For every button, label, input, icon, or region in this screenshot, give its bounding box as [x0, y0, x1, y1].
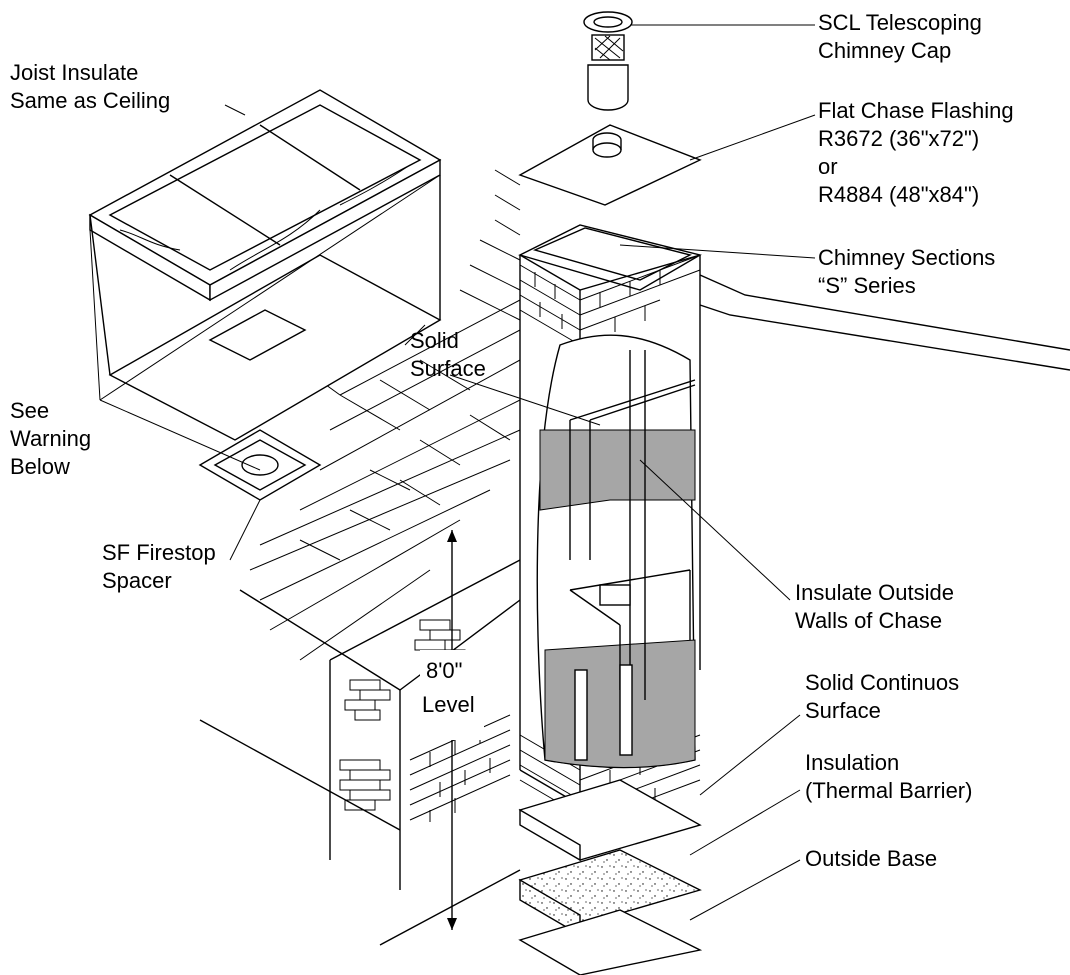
- svg-text:Insulate Outside: Insulate Outside: [795, 580, 954, 605]
- svg-text:Outside Base: Outside Base: [805, 846, 937, 871]
- svg-text:Solid: Solid: [410, 328, 459, 353]
- svg-text:“S” Series: “S” Series: [818, 273, 916, 298]
- svg-text:8'0": 8'0": [426, 658, 462, 683]
- label-see-warning: See Warning Below: [10, 398, 91, 479]
- svg-text:Joist Insulate: Joist Insulate: [10, 60, 138, 85]
- label-insulation: Insulation (Thermal Barrier): [805, 750, 972, 803]
- svg-text:R4884 (48"x84"): R4884 (48"x84"): [818, 182, 979, 207]
- svg-text:Same as Ceiling: Same as Ceiling: [10, 88, 170, 113]
- svg-text:SF Firestop: SF Firestop: [102, 540, 216, 565]
- svg-text:Below: Below: [10, 454, 70, 479]
- chimney-cap: [583, 11, 633, 111]
- svg-text:or: or: [818, 154, 838, 179]
- chase-cutaway: [536, 334, 696, 769]
- svg-text:R3672 (36"x72"): R3672 (36"x72"): [818, 126, 979, 151]
- label-solid-continuous: Solid Continuos Surface: [805, 670, 959, 723]
- label-cap: SCL Telescoping Chimney Cap: [818, 10, 982, 63]
- label-flashing: Flat Chase Flashing R3672 (36"x72") or R…: [818, 98, 1014, 207]
- svg-text:Insulation: Insulation: [805, 750, 899, 775]
- svg-text:Chimney Cap: Chimney Cap: [818, 38, 951, 63]
- svg-text:Solid Continuos: Solid Continuos: [805, 670, 959, 695]
- label-outside-base: Outside Base: [805, 846, 937, 871]
- svg-text:Chimney Sections: Chimney Sections: [818, 245, 995, 270]
- svg-text:Walls of Chase: Walls of Chase: [795, 608, 942, 633]
- label-solid-surface: Solid Surface: [410, 328, 486, 381]
- roof-and-wall: [199, 559, 521, 946]
- svg-text:Level: Level: [422, 692, 475, 717]
- label-chimney-sections: Chimney Sections “S” Series: [818, 245, 995, 298]
- svg-text:(Thermal Barrier): (Thermal Barrier): [805, 778, 972, 803]
- base-layers: [518, 779, 703, 975]
- svg-text:SCL Telescoping: SCL Telescoping: [818, 10, 982, 35]
- joist-frame: [88, 89, 442, 302]
- firestop-spacer: [198, 429, 322, 501]
- svg-text:Surface: Surface: [410, 356, 486, 381]
- level-dimension: [420, 530, 484, 930]
- svg-text:Surface: Surface: [805, 698, 881, 723]
- svg-text:See: See: [10, 398, 49, 423]
- leader-lines: [89, 24, 816, 921]
- flat-chase-flashing: [518, 124, 702, 206]
- svg-text:Flat Chase Flashing: Flat Chase Flashing: [818, 98, 1014, 123]
- label-firestop: SF Firestop Spacer: [102, 540, 216, 593]
- svg-text:Spacer: Spacer: [102, 568, 172, 593]
- svg-text:Warning: Warning: [10, 426, 91, 451]
- label-level: 8'0" Level: [422, 658, 475, 717]
- label-joist: Joist Insulate Same as Ceiling: [10, 60, 170, 113]
- label-insulate-chase: Insulate Outside Walls of Chase: [795, 580, 954, 633]
- ceiling-sheet: [89, 175, 442, 441]
